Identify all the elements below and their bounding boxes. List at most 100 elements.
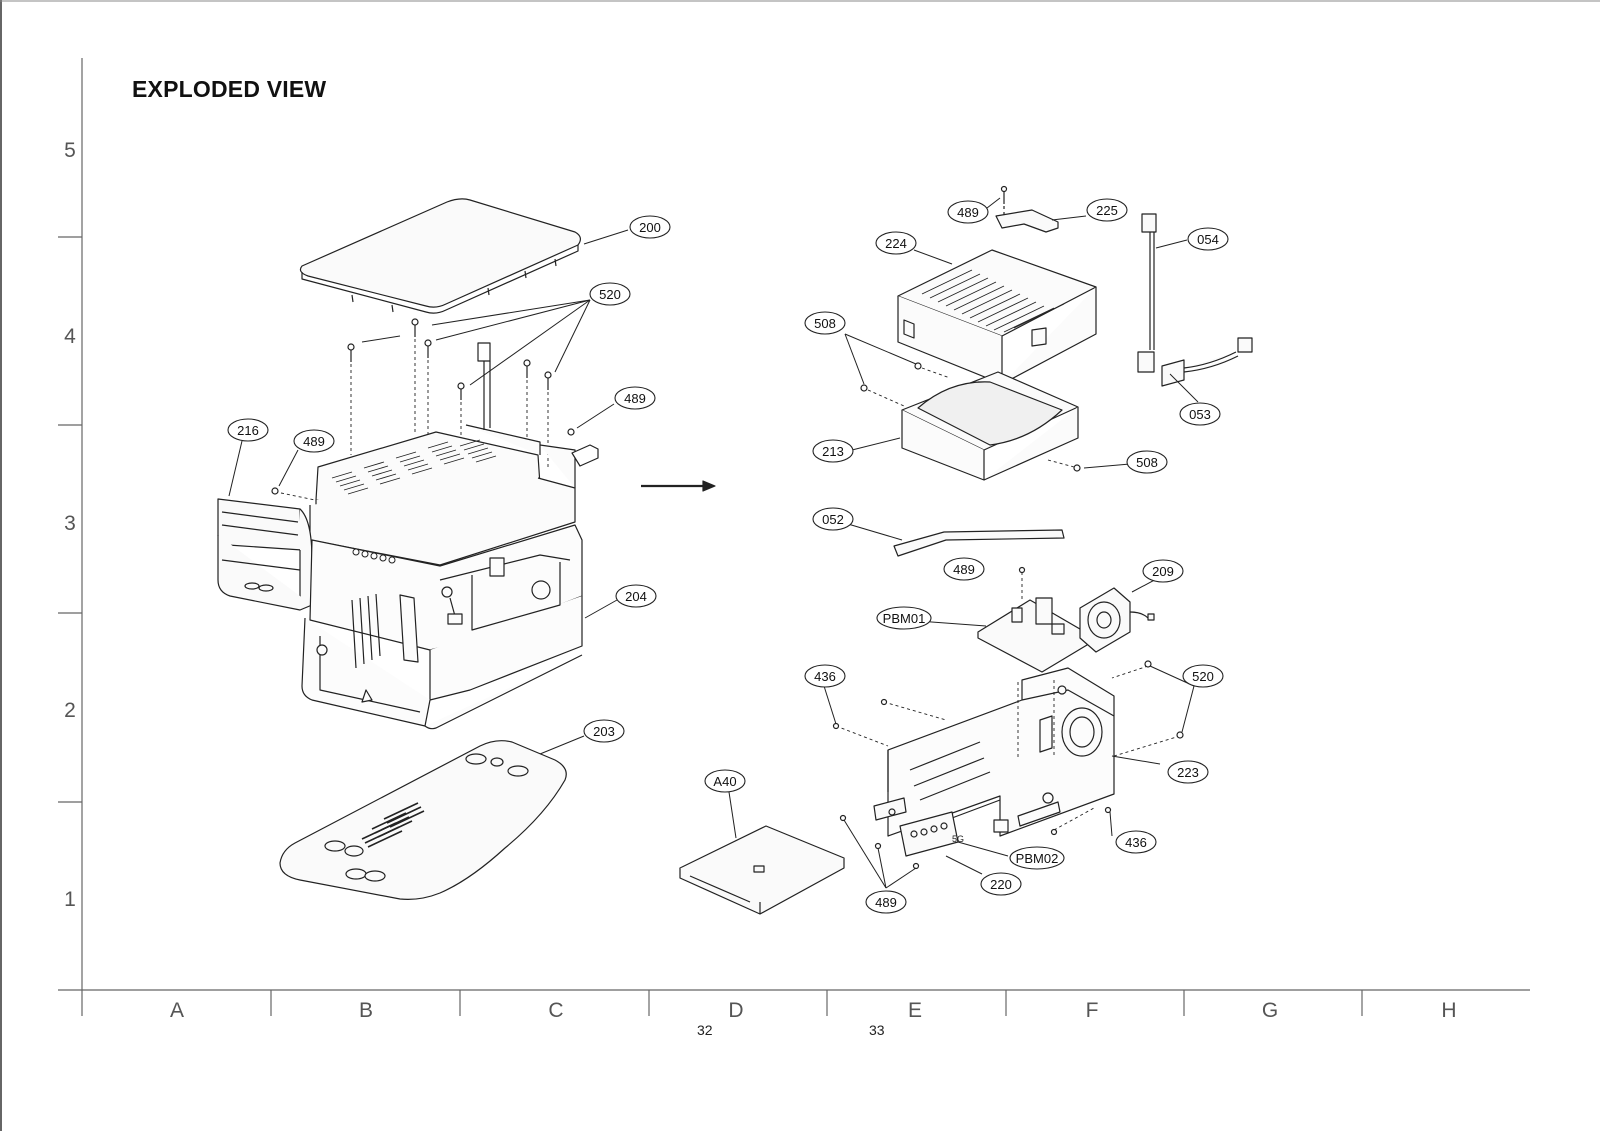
left-leader-lines <box>228 229 629 755</box>
svg-text:209: 209 <box>1152 564 1174 579</box>
svg-text:508: 508 <box>814 316 836 331</box>
svg-text:053: 053 <box>1189 407 1211 422</box>
row-label-4: 4 <box>64 325 76 348</box>
hard-drive-part <box>901 371 1079 481</box>
svg-text:PBM01: PBM01 <box>883 611 926 626</box>
svg-text:220: 220 <box>990 877 1012 892</box>
column-label-h: H <box>1441 999 1456 1022</box>
svg-text:054: 054 <box>1197 232 1219 247</box>
hdd-cage-part <box>897 249 1097 385</box>
column-label-g: G <box>1262 999 1278 1022</box>
callout-520: 520 <box>589 282 631 306</box>
screws-520-436-right <box>832 660 1184 836</box>
callout-489-d: 489 <box>943 557 985 581</box>
callout-pbm02: PBM02 <box>1009 846 1065 870</box>
bracket-vent-slots <box>331 439 497 495</box>
left-assembly-drawing <box>217 198 716 900</box>
grid-frame <box>58 58 1530 1016</box>
callout-053: 053 <box>1179 402 1221 426</box>
callout-508-b: 508 <box>1126 450 1168 474</box>
callout-204: 204 <box>615 584 657 608</box>
page-number-left: 32 <box>697 1022 713 1038</box>
callout-054: 054 <box>1187 227 1229 251</box>
row-label-5: 5 <box>64 139 76 162</box>
column-label-f: F <box>1086 999 1099 1022</box>
callout-224: 224 <box>875 231 917 255</box>
column-labels: A B C D E F G H <box>170 999 1457 1022</box>
svg-text:508: 508 <box>1136 455 1158 470</box>
svg-text:489: 489 <box>957 205 979 220</box>
clip-225-part <box>995 209 1059 233</box>
callout-436-a: 436 <box>804 664 846 688</box>
row-labels: 5 4 3 2 1 <box>64 139 76 911</box>
column-label-b: B <box>359 999 373 1022</box>
optical-drive-a40-part <box>679 825 845 915</box>
svg-text:225: 225 <box>1096 203 1118 218</box>
column-label-a: A <box>170 999 184 1022</box>
screws-508 <box>860 362 1081 472</box>
callouts: 200 520 489 216 489 204 203 489 225 224 … <box>227 198 1229 914</box>
callout-489-a: 489 <box>614 386 656 410</box>
callout-220: 220 <box>980 872 1022 896</box>
svg-text:A40: A40 <box>713 774 736 789</box>
svg-text:436: 436 <box>1125 835 1147 850</box>
main-frame-223-part <box>887 667 1115 837</box>
page-title: EXPLODED VIEW <box>132 76 327 102</box>
row-label-1: 1 <box>64 888 76 911</box>
callout-225: 225 <box>1086 198 1128 222</box>
screws-520 <box>347 318 552 400</box>
front-connectors <box>352 548 396 564</box>
callout-052: 052 <box>812 507 854 531</box>
callout-508-a: 508 <box>804 311 846 335</box>
svg-text:203: 203 <box>593 724 615 739</box>
svg-text:5G: 5G <box>952 834 964 844</box>
svg-text:489: 489 <box>303 434 325 449</box>
svg-text:204: 204 <box>625 589 647 604</box>
svg-text:489: 489 <box>953 562 975 577</box>
callout-213: 213 <box>812 439 854 463</box>
column-label-d: D <box>728 999 743 1022</box>
callout-489-b: 489 <box>293 429 335 453</box>
callout-200: 200 <box>629 215 671 239</box>
cable-054-part <box>1137 213 1157 373</box>
column-label-c: C <box>548 999 563 1022</box>
callout-a40: A40 <box>704 769 746 793</box>
flat-cable-052-part <box>893 529 1065 557</box>
svg-text:489: 489 <box>875 895 897 910</box>
svg-text:224: 224 <box>885 236 907 251</box>
right-assembly-drawing: 5G <box>679 185 1253 915</box>
fan-209-part <box>1079 587 1155 653</box>
svg-text:520: 520 <box>599 287 621 302</box>
cable-053-part <box>1161 337 1253 387</box>
callout-489-e: 489 <box>865 890 907 914</box>
callout-436-b: 436 <box>1115 830 1157 854</box>
svg-text:052: 052 <box>822 512 844 527</box>
callout-209: 209 <box>1142 559 1184 583</box>
svg-text:213: 213 <box>822 444 844 459</box>
svg-text:489: 489 <box>624 391 646 406</box>
bottom-plate-vents <box>361 802 425 848</box>
pbm01-board-part <box>977 597 1093 673</box>
svg-text:216: 216 <box>237 423 259 438</box>
svg-text:200: 200 <box>639 220 661 235</box>
callout-216: 216 <box>227 418 269 442</box>
callout-489-c: 489 <box>947 200 989 224</box>
bottom-plate-part <box>279 740 567 900</box>
svg-text:520: 520 <box>1192 669 1214 684</box>
svg-text:PBM02: PBM02 <box>1016 851 1059 866</box>
row-label-3: 3 <box>64 512 76 535</box>
row-label-2: 2 <box>64 699 76 722</box>
callout-pbm01: PBM01 <box>876 606 932 630</box>
column-label-e: E <box>908 999 922 1022</box>
front-panel-part <box>217 498 313 611</box>
callout-520-b: 520 <box>1182 664 1224 688</box>
callout-223: 223 <box>1167 760 1209 784</box>
cage-vent-slots <box>921 269 1065 333</box>
top-cover-part <box>299 198 581 314</box>
right-leader-lines <box>728 197 1199 889</box>
main-chassis-part <box>301 524 583 730</box>
pbm02-board-part: 5G <box>873 797 964 857</box>
page-number-right: 33 <box>869 1022 885 1038</box>
transition-arrow <box>641 480 716 492</box>
